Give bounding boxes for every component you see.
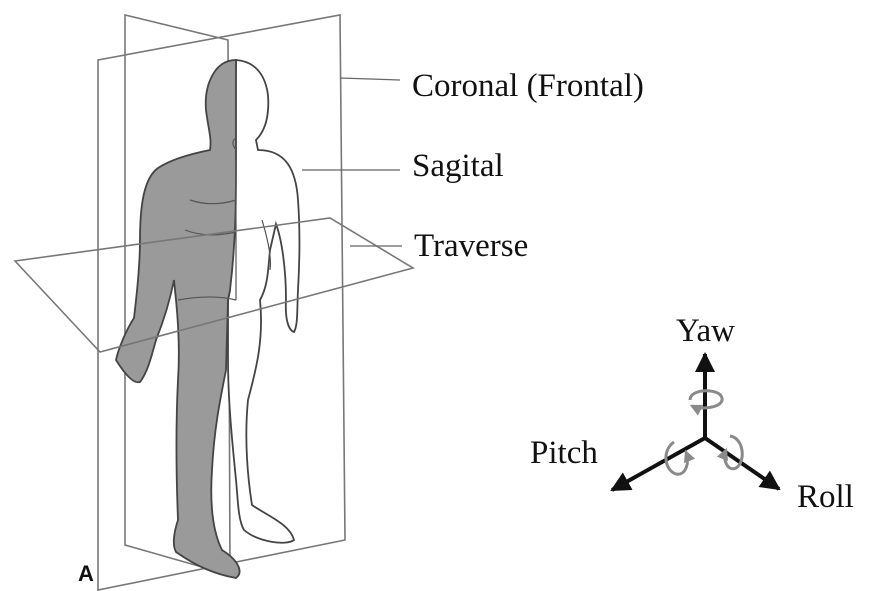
panel-letter: A <box>78 563 94 585</box>
coronal-leader <box>340 78 400 80</box>
traverse-plane-label: Traverse <box>414 230 528 263</box>
pitch-label: Pitch <box>530 437 598 470</box>
rotation-axes-triad <box>612 354 779 490</box>
pitch-axis-arrow <box>612 438 705 490</box>
coronal-plane-label: Coronal (Frontal) <box>412 70 644 103</box>
yaw-label: Yaw <box>676 315 735 348</box>
sagital-plane-label: Sagital <box>412 150 504 183</box>
roll-label: Roll <box>797 481 854 514</box>
